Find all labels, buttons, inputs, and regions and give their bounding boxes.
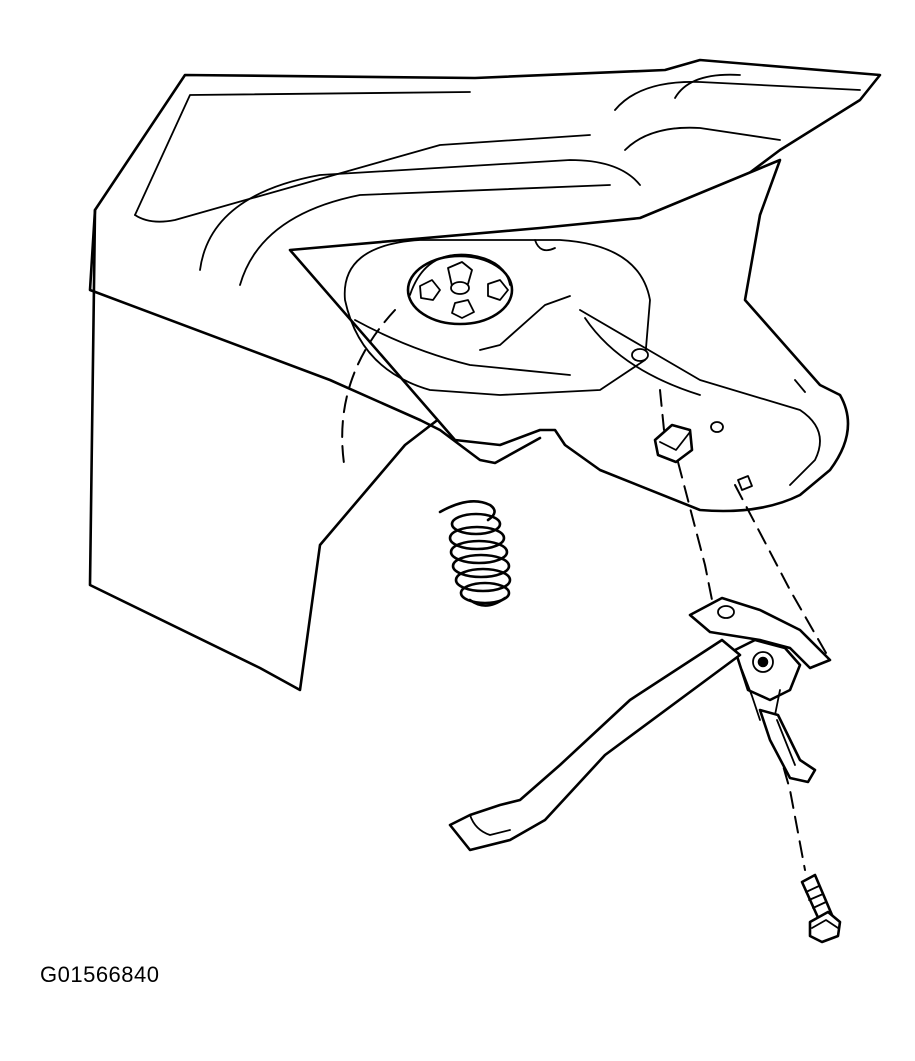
jack-handle-lever — [448, 638, 817, 852]
spare-tire-well — [288, 158, 850, 513]
wheel-hub — [406, 253, 514, 326]
mounting-bolt — [800, 873, 842, 944]
jack-bracket — [631, 348, 753, 491]
figure-id-label: G01566840 — [40, 962, 160, 987]
scissor-jack — [688, 596, 832, 721]
jack-retaining-spring — [438, 499, 512, 607]
